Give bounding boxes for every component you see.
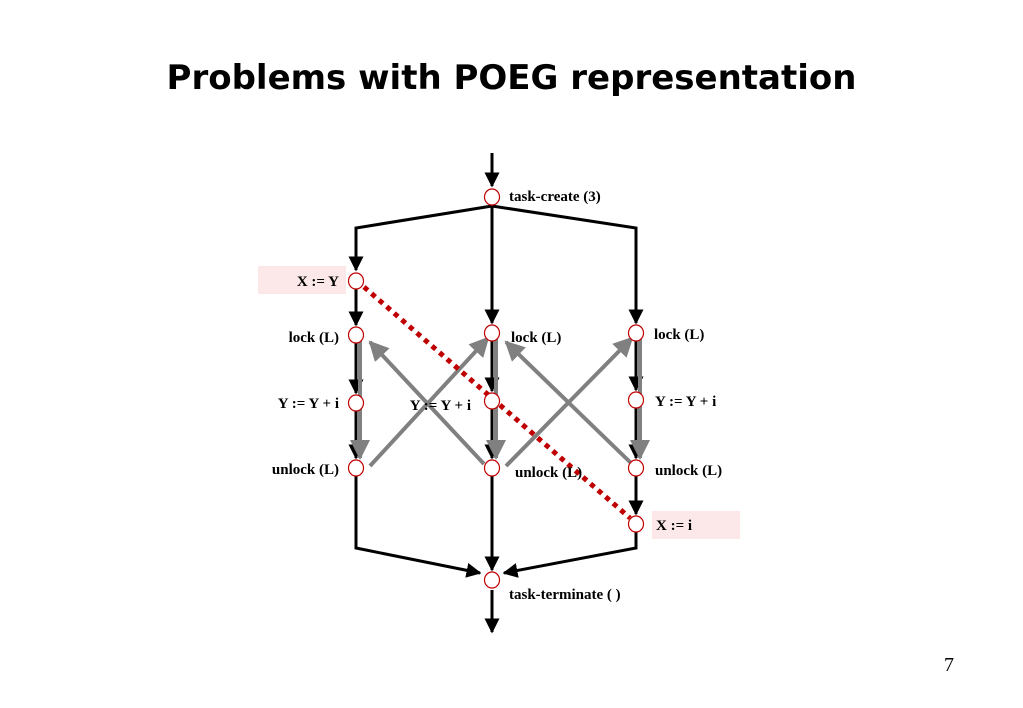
label-left-unlock: unlock (L)	[272, 462, 339, 478]
node-middle-lock	[483, 324, 501, 342]
highlight-x-assign-y	[258, 266, 346, 294]
join-edges	[354, 476, 638, 634]
slide-title: Problems with POEG representation	[166, 58, 857, 98]
label-task-terminate: task-terminate ( )	[509, 587, 621, 603]
label-right-lock: lock (L)	[654, 327, 704, 343]
node-right-update	[627, 391, 645, 409]
node-left-update	[347, 394, 365, 412]
fork-edges	[348, 153, 644, 325]
label-middle-update: Y := Y + i	[410, 398, 471, 414]
node-left-unlock	[347, 459, 365, 477]
node-right-x-assign	[627, 515, 645, 533]
node-right-unlock	[627, 459, 645, 477]
highlight-x-assign-i	[652, 511, 740, 539]
node-left-lock	[347, 326, 365, 344]
race-edge	[362, 285, 632, 520]
node-middle-update	[483, 392, 501, 410]
node-task-terminate	[483, 571, 501, 589]
node-left-x-assign	[347, 272, 365, 290]
page-number: 7	[944, 654, 954, 676]
node-right-lock	[627, 324, 645, 342]
label-task-create: task-create (3)	[509, 189, 601, 205]
label-middle-lock: lock (L)	[511, 330, 561, 346]
event-nodes	[347, 188, 645, 589]
sync-edges	[350, 336, 650, 468]
label-middle-unlock: unlock (L)	[515, 465, 582, 481]
label-left-lock: lock (L)	[289, 330, 339, 346]
node-middle-unlock	[483, 459, 501, 477]
node-task-create	[483, 188, 501, 206]
label-right-x-assign: X := i	[656, 518, 692, 534]
label-right-update: Y := Y + i	[655, 394, 716, 410]
label-left-update: Y := Y + i	[278, 396, 339, 412]
label-left-x-assign: X := Y	[297, 274, 339, 290]
label-right-unlock: unlock (L)	[655, 463, 722, 479]
